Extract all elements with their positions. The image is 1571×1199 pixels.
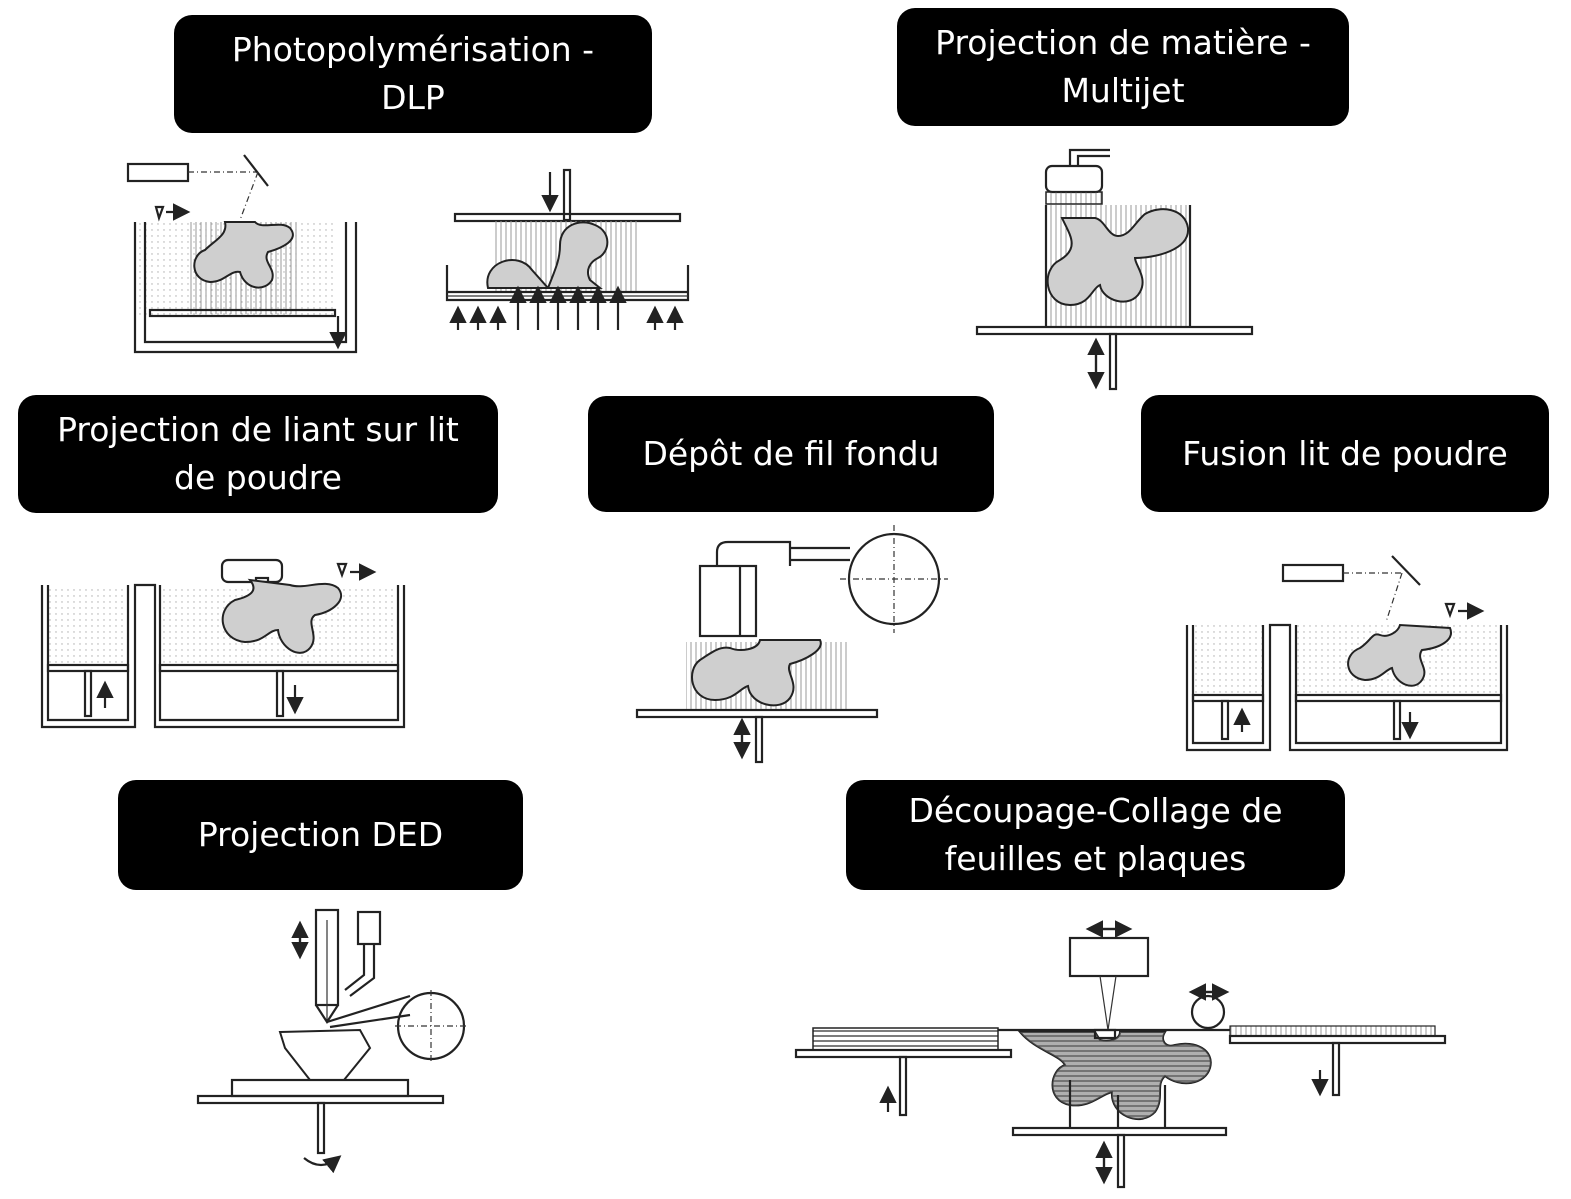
label-multijet-line1: Projection de matière -: [935, 23, 1311, 63]
label-fdm-text: Dépôt de fil fondu: [642, 434, 940, 474]
powder-bed-fusion-schematic: [1185, 555, 1509, 752]
label-multijet-line2: Multijet: [1061, 71, 1185, 110]
label-binder-line1: Projection de liant sur lit: [57, 410, 459, 450]
label-dlp-line2: DLP: [381, 78, 445, 117]
label-binder-line2: de poudre: [174, 458, 342, 497]
label-lamination: Découpage-Collage de feuilles et plaques: [846, 780, 1345, 890]
label-ded: Projection DED: [118, 780, 523, 890]
label-ded-text: Projection DED: [197, 815, 444, 855]
label-binder-jetting: Projection de liant sur lit de poudre: [18, 395, 498, 513]
fdm-schematic: [635, 525, 948, 764]
label-lamination-line1: Découpage-Collage de: [908, 791, 1283, 831]
label-powder-text: Fusion lit de poudre: [1182, 433, 1508, 473]
lamination-schematic: [794, 920, 1447, 1189]
multijet-schematic: [975, 148, 1254, 391]
label-powder-bed-fusion: Fusion lit de poudre: [1141, 395, 1549, 512]
dlp-inverted-schematic: [445, 168, 690, 330]
dlp-vat-schematic: [126, 154, 358, 354]
label-multijet: Projection de matière - Multijet: [897, 8, 1349, 126]
ded-schematic: [196, 908, 467, 1174]
label-fdm: Dépôt de fil fondu: [588, 396, 994, 512]
label-lamination-line2: feuilles et plaques: [944, 839, 1247, 878]
binder-jetting-schematic: [40, 558, 406, 729]
label-dlp-line1: Photopolymérisation -: [231, 30, 595, 70]
label-dlp: Photopolymérisation - DLP: [174, 15, 652, 133]
